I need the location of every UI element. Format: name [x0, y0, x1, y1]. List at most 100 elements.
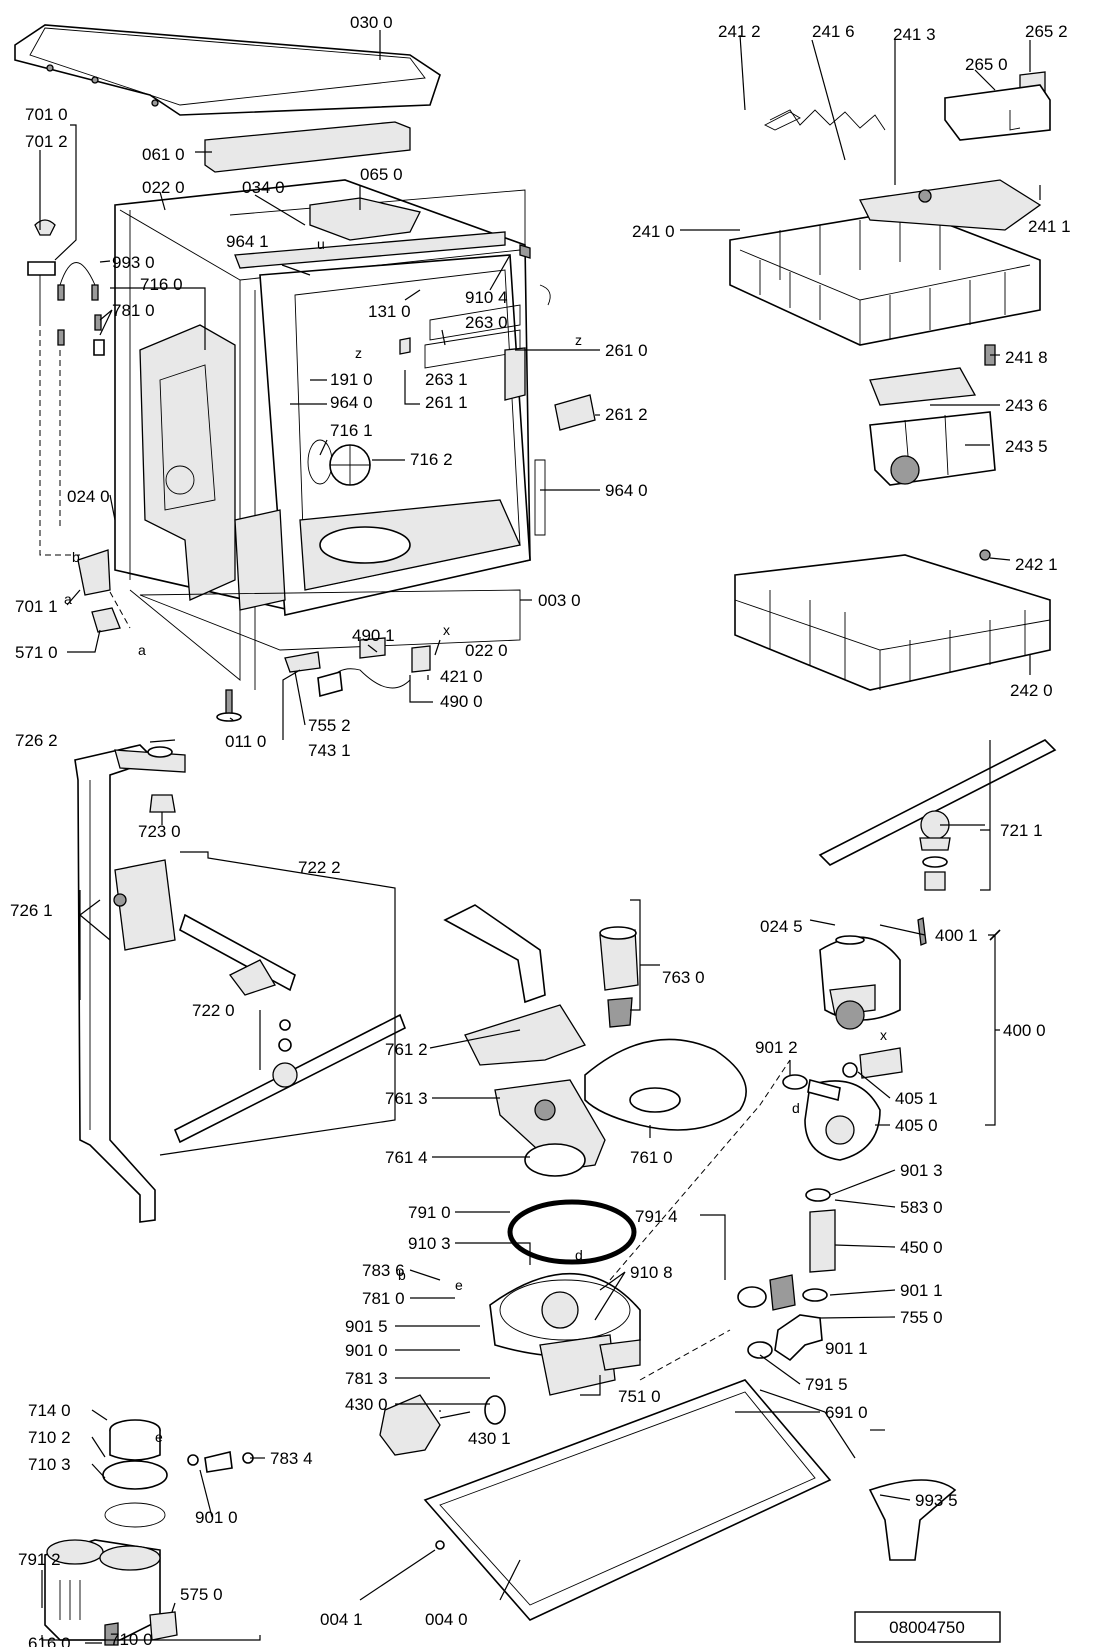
callout-b-top: b: [72, 549, 80, 565]
callout-z-right: z: [575, 332, 582, 348]
base-plate: [423, 1379, 832, 1621]
label-022-0-bottom: 022 0: [465, 641, 508, 660]
label-781-3: 781 3: [345, 1369, 388, 1388]
label-430-0: 430 0: [345, 1395, 388, 1414]
base-screw: [435, 1540, 445, 1550]
label-061-0: 061 0: [142, 145, 185, 164]
callout-x-motor: x: [880, 1027, 887, 1043]
label-004-0: 004 0: [425, 1610, 468, 1629]
label-901-5: 901 5: [345, 1317, 388, 1336]
label-583-0: 583 0: [900, 1198, 943, 1217]
label-761-3: 761 3: [385, 1089, 428, 1108]
seal-ring: [507, 1199, 637, 1265]
lower-spray-arm: [173, 1013, 407, 1144]
label-743-1: 743 1: [308, 741, 351, 760]
label-791-0: 791 0: [408, 1203, 451, 1222]
spray-arm-hub: [113, 859, 296, 996]
label-243-5: 243 5: [1005, 437, 1048, 456]
water-conduit: [74, 744, 186, 1223]
label-004-1: 004 1: [320, 1610, 363, 1629]
label-131-0: 131 0: [368, 302, 411, 321]
label-710-3: 710 3: [28, 1455, 71, 1474]
label-421-0: 421 0: [440, 667, 483, 686]
label-763-0: 763 0: [662, 968, 705, 987]
label-722-2: 722 2: [298, 858, 341, 877]
label-241-3: 241 3: [893, 25, 936, 44]
label-901-1-lower: 901 1: [825, 1339, 868, 1358]
pump-housing: [804, 1079, 881, 1161]
basket-spring: [769, 109, 886, 131]
label-901-2: 901 2: [755, 1038, 798, 1057]
label-701-2: 701 2: [25, 132, 68, 151]
label-571-0: 571 0: [15, 643, 58, 662]
label-993-5: 993 5: [915, 1491, 958, 1510]
upper-spray-arm: [818, 739, 1057, 891]
microfilter: [584, 1038, 747, 1131]
leader-lines: [39, 30, 1041, 1644]
callout-x-top: x: [443, 622, 450, 638]
label-761-2: 761 2: [385, 1040, 428, 1059]
wheel: [918, 189, 932, 203]
label-242-0: 242 0: [1010, 681, 1053, 700]
label-761-4: 761 4: [385, 1148, 428, 1167]
label-242-1: 242 1: [1015, 555, 1058, 574]
heater: [809, 1209, 836, 1273]
callout-z-left: z: [355, 345, 362, 361]
label-755-0: 755 0: [900, 1308, 943, 1327]
capacitor: [917, 917, 927, 946]
label-241-2: 241 2: [718, 22, 761, 41]
label-691-0: 691 0: [825, 1403, 868, 1422]
adjustable-foot: [216, 689, 242, 722]
fine-filter: [599, 926, 639, 1028]
callout-a-bottom: a: [138, 642, 146, 658]
label-616-0: 616 0: [28, 1634, 71, 1647]
funnel: [868, 1479, 957, 1561]
label-065-0: 065 0: [360, 165, 403, 184]
label-726-2: 726 2: [15, 731, 58, 750]
upper-basket: [729, 179, 1042, 346]
filter-support: [464, 1004, 586, 1066]
lower-basket: [734, 554, 1051, 691]
label-400-1: 400 1: [935, 926, 978, 945]
label-716-1: 716 1: [330, 421, 373, 440]
sensor: [769, 1274, 796, 1311]
label-901-0-bottom: 901 0: [195, 1508, 238, 1527]
callout-b-bottom: b: [398, 1267, 406, 1283]
label-910-8: 910 8: [630, 1263, 673, 1282]
label-265-2: 265 2: [1025, 22, 1068, 41]
label-901-3: 901 3: [900, 1161, 943, 1180]
label-034-0: 034 0: [242, 178, 285, 197]
gasket: [524, 1143, 586, 1177]
label-024-0: 024 0: [67, 487, 110, 506]
inlet-hose: [27, 219, 105, 356]
nut: [149, 794, 176, 813]
label-791-5: 791 5: [805, 1375, 848, 1394]
water-softener: [44, 1419, 168, 1641]
label-490-0: 490 0: [440, 692, 483, 711]
label-721-1: 721 1: [1000, 821, 1043, 840]
label-024-5: 024 5: [760, 917, 803, 936]
sump: [489, 1272, 641, 1396]
label-901-1-upper: 901 1: [900, 1281, 943, 1300]
label-263-0: 263 0: [465, 313, 508, 332]
label-964-1: 964 1: [226, 232, 269, 251]
part-labels: 030 0 061 0 065 0 034 0 022 0 701 0 701 …: [10, 13, 1071, 1647]
label-751-0: 751 0: [618, 1387, 661, 1406]
label-791-2: 791 2: [18, 1550, 61, 1569]
label-003-0: 003 0: [538, 591, 581, 610]
valve: [91, 607, 121, 633]
label-011-0: 011 0: [225, 732, 266, 751]
label-241-0: 241 0: [632, 222, 675, 241]
filter-housing: [494, 1079, 606, 1171]
label-241-1: 241 1: [1028, 217, 1071, 236]
reference-number: 08004750: [889, 1618, 965, 1637]
label-261-2: 261 2: [605, 405, 648, 424]
callout-e-sump: e: [455, 1277, 463, 1293]
label-783-4: 783 4: [270, 1449, 313, 1468]
reference-number-box: 08004750: [854, 1611, 1001, 1643]
callout-u: u: [317, 236, 325, 252]
label-910-4: 910 4: [465, 288, 508, 307]
label-400-0: 400 0: [1003, 1021, 1046, 1040]
label-022-0-top: 022 0: [142, 178, 185, 197]
